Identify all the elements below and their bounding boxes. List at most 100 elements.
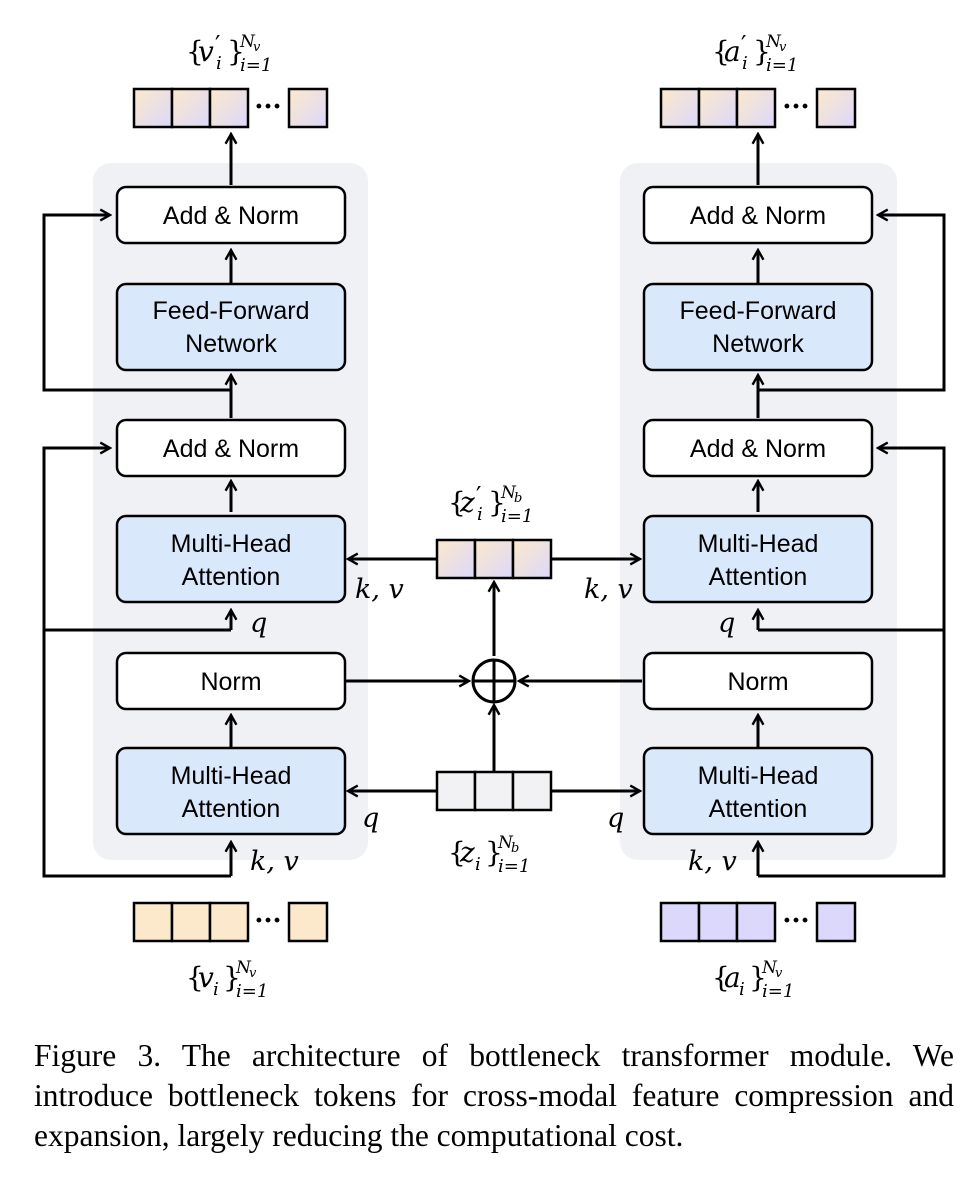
svg-text:N: N bbox=[765, 32, 782, 52]
left-mha-bottom-line2: Attention bbox=[182, 795, 281, 823]
right-add-norm-top: Add & Norm bbox=[642, 185, 874, 245]
right-add-norm-top-label: Add & Norm bbox=[690, 202, 826, 230]
bottleneck-output-set-label: { z ′ i } N b i=1 bbox=[448, 482, 533, 527]
svg-text:i: i bbox=[739, 979, 745, 1000]
right-q-bottom-label: q bbox=[607, 803, 624, 834]
svg-text:i=1: i=1 bbox=[501, 506, 533, 527]
svg-text:{: { bbox=[448, 486, 466, 519]
right-feed-forward-network: Feed-Forward Network bbox=[642, 282, 874, 372]
right-ffn-label-line1: Feed-Forward bbox=[680, 297, 837, 325]
svg-text:}: } bbox=[749, 961, 767, 994]
right-input-set-label: { a i } N v i=1 bbox=[712, 958, 794, 1002]
svg-text:′: ′ bbox=[476, 482, 481, 510]
svg-text:v: v bbox=[779, 40, 787, 55]
svg-text:i: i bbox=[477, 504, 483, 525]
svg-text:{: { bbox=[186, 35, 204, 68]
right-kv-bottom-label: k, v bbox=[688, 846, 737, 877]
svg-text:}: } bbox=[223, 961, 241, 994]
svg-text:z: z bbox=[459, 836, 475, 869]
right-mha-bottom-line2: Attention bbox=[709, 795, 808, 823]
left-kv-top-label: k, v bbox=[355, 574, 404, 605]
right-q-top-label: q bbox=[718, 608, 735, 639]
right-mha-top-line2: Attention bbox=[709, 563, 808, 591]
left-output-tokens bbox=[132, 87, 329, 129]
svg-text:b: b bbox=[514, 491, 522, 506]
svg-text:{: { bbox=[186, 961, 204, 994]
svg-text:i=1: i=1 bbox=[236, 981, 268, 1002]
svg-text:a: a bbox=[724, 961, 741, 994]
right-norm: Norm bbox=[642, 651, 874, 711]
right-mha-bottom-line1: Multi-Head bbox=[698, 762, 819, 790]
right-ffn-label-line2: Network bbox=[712, 330, 804, 358]
svg-text:v: v bbox=[253, 40, 261, 55]
left-multi-head-attention-top: Multi-Head Attention bbox=[115, 514, 347, 604]
svg-text:i: i bbox=[216, 53, 222, 74]
bottleneck-input-set-label: { z i } N b i=1 bbox=[448, 833, 530, 877]
sum-node bbox=[471, 658, 517, 704]
left-input-ellipsis: ··· bbox=[254, 906, 281, 936]
right-multi-head-attention-top: Multi-Head Attention bbox=[642, 514, 874, 604]
left-add-norm-top-label: Add & Norm bbox=[163, 202, 299, 230]
left-input-set-label: { v i } N v i=1 bbox=[186, 958, 268, 1002]
right-input-tokens bbox=[659, 901, 857, 943]
svg-text:{: { bbox=[712, 961, 730, 994]
figure-caption: Figure 3. The architecture of bottleneck… bbox=[34, 1038, 954, 1153]
svg-text:i=1: i=1 bbox=[762, 981, 794, 1002]
right-add-norm-mid: Add & Norm bbox=[642, 418, 874, 478]
svg-text:i=1: i=1 bbox=[766, 55, 798, 76]
right-multi-head-attention-bottom: Multi-Head Attention bbox=[642, 746, 874, 836]
svg-text:N: N bbox=[239, 32, 256, 52]
svg-text:N: N bbox=[235, 958, 252, 978]
svg-text:v: v bbox=[249, 966, 257, 981]
right-output-tokens bbox=[659, 87, 857, 129]
svg-text:{: { bbox=[712, 35, 730, 68]
left-norm-label: Norm bbox=[200, 668, 261, 696]
left-input-tokens bbox=[132, 901, 329, 943]
svg-text:i: i bbox=[742, 53, 748, 74]
right-kv-top-label: k, v bbox=[584, 574, 633, 605]
svg-text:a: a bbox=[724, 35, 741, 68]
svg-text:}: } bbox=[488, 486, 506, 519]
left-multi-head-attention-bottom: Multi-Head Attention bbox=[115, 746, 347, 836]
right-mha-top-line1: Multi-Head bbox=[698, 530, 819, 558]
left-add-norm-mid: Add & Norm bbox=[115, 418, 347, 478]
svg-text:i=1: i=1 bbox=[240, 55, 272, 76]
right-add-norm-mid-label: Add & Norm bbox=[690, 435, 826, 463]
left-mha-bottom-line1: Multi-Head bbox=[171, 762, 292, 790]
svg-text:v: v bbox=[198, 35, 214, 68]
left-output-set-label: { v ′ i } N v i=1 bbox=[186, 31, 272, 76]
right-input-ellipsis: ··· bbox=[782, 906, 809, 936]
svg-text:{: { bbox=[448, 836, 466, 869]
svg-text:z: z bbox=[459, 486, 475, 519]
svg-text:N: N bbox=[500, 483, 517, 503]
left-output-ellipsis: ··· bbox=[254, 92, 281, 122]
left-ffn-label-line1: Feed-Forward bbox=[153, 297, 310, 325]
svg-text:N: N bbox=[497, 833, 514, 853]
bottleneck-input-tokens bbox=[435, 770, 553, 812]
svg-text:′: ′ bbox=[741, 31, 746, 59]
svg-text:}: } bbox=[485, 836, 503, 869]
left-ffn-label-line2: Network bbox=[185, 330, 277, 358]
svg-text:b: b bbox=[511, 841, 519, 856]
left-q-bottom-label: q bbox=[362, 803, 379, 834]
left-q-top-label: q bbox=[250, 608, 267, 639]
right-output-set-label: { a ′ i } N v i=1 bbox=[712, 31, 798, 76]
svg-text:′: ′ bbox=[215, 31, 220, 59]
svg-text:}: } bbox=[227, 35, 245, 68]
svg-text:v: v bbox=[198, 961, 214, 994]
bottleneck-output-tokens bbox=[435, 538, 553, 580]
right-output-ellipsis: ··· bbox=[782, 92, 809, 122]
left-norm: Norm bbox=[115, 651, 347, 711]
left-add-norm-mid-label: Add & Norm bbox=[163, 435, 299, 463]
left-add-norm-top: Add & Norm bbox=[115, 185, 347, 245]
svg-text:N: N bbox=[761, 958, 778, 978]
svg-text:i: i bbox=[213, 979, 219, 1000]
right-norm-label: Norm bbox=[727, 668, 788, 696]
left-kv-bottom-label: k, v bbox=[250, 846, 299, 877]
svg-text:}: } bbox=[753, 35, 771, 68]
svg-text:v: v bbox=[775, 966, 783, 981]
left-mha-top-line1: Multi-Head bbox=[171, 530, 292, 558]
svg-text:i=1: i=1 bbox=[498, 856, 530, 877]
svg-text:i: i bbox=[475, 854, 481, 875]
bottleneck-transformer-diagram: Add & Norm Feed-Forward Network Add & No… bbox=[42, 31, 946, 1002]
